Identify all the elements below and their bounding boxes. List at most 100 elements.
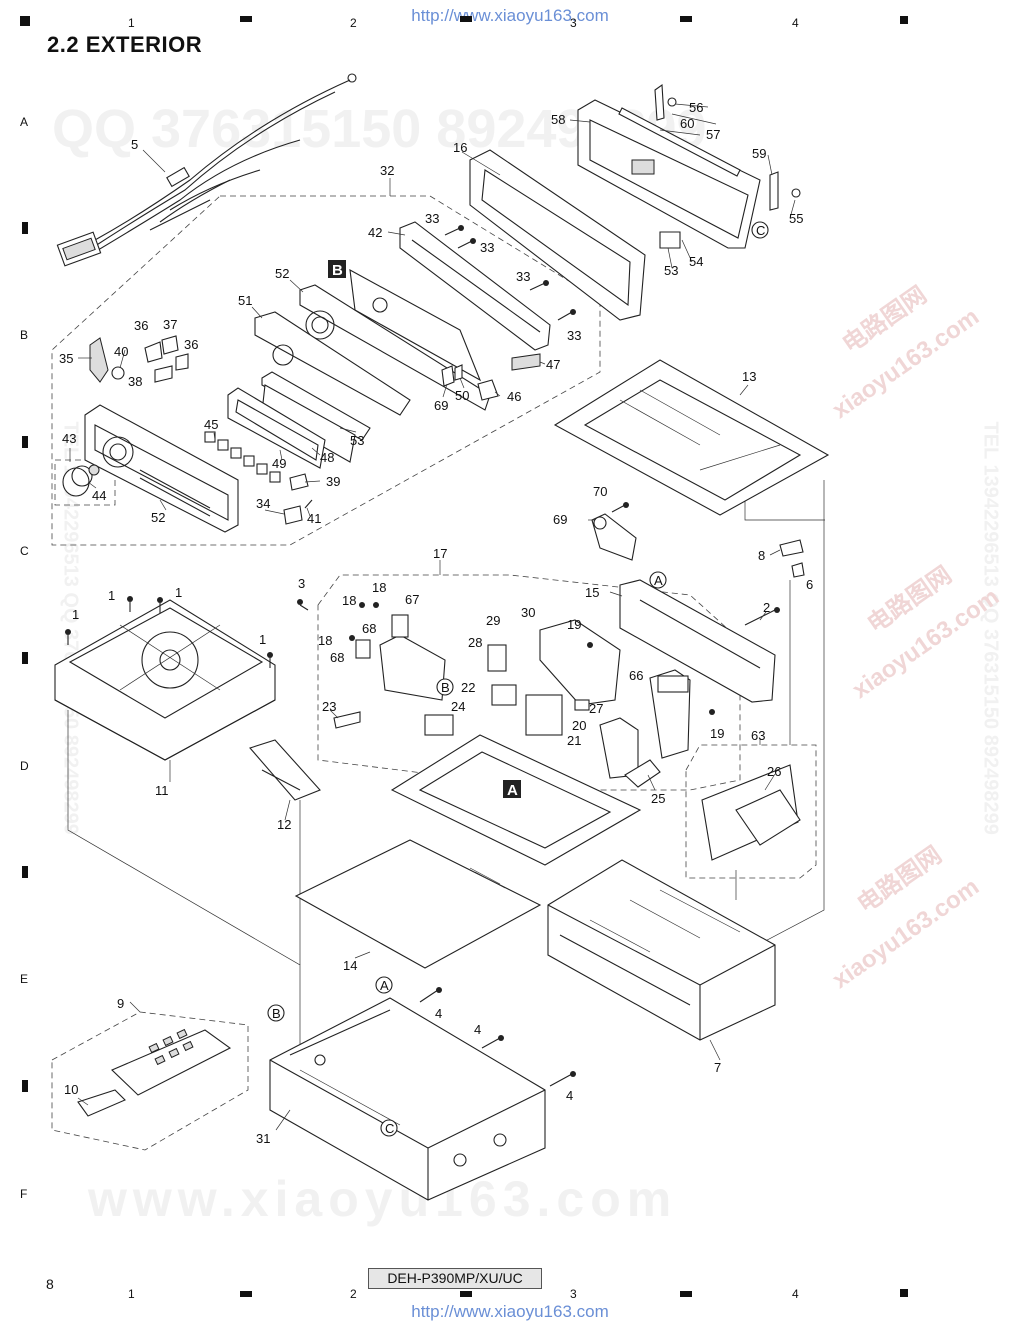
- part-remote-control: [77, 1028, 232, 1117]
- part-rear-bracket: [619, 579, 780, 703]
- callout-4-c: 4: [566, 1088, 573, 1103]
- callout-6: 6: [806, 577, 813, 592]
- callout-67-b: 68: [330, 650, 344, 665]
- column-label-2: 2: [350, 16, 357, 30]
- row-label-c: C: [20, 544, 29, 558]
- registration-mark: [20, 16, 30, 26]
- part-front-chassis: [254, 221, 551, 416]
- callout-47: 47: [546, 357, 560, 372]
- part-rear-small-parts: [441, 353, 541, 401]
- registration-mark: [22, 866, 28, 878]
- callout-68: 69: [434, 398, 448, 413]
- callout-32: 32: [380, 163, 394, 178]
- registration-mark: [22, 652, 28, 664]
- registration-mark: [240, 1291, 252, 1297]
- callout-24: 24: [451, 699, 465, 714]
- registration-mark: [680, 1291, 692, 1297]
- callout-56: 54: [689, 254, 703, 269]
- column-label-2-bottom: 2: [350, 1287, 357, 1301]
- callout-58: 56: [689, 100, 703, 115]
- callout-1-a: 1: [108, 588, 115, 603]
- callout-14: 14: [343, 958, 357, 973]
- callout-57: 55: [789, 211, 803, 226]
- part-insulator-sheet: [294, 839, 542, 969]
- part-sub-board: [701, 764, 801, 861]
- callout-70: 70: [593, 484, 607, 499]
- registration-mark: [900, 1289, 908, 1297]
- circle-marker-c-1-label: C: [756, 223, 765, 238]
- callout-22: 22: [461, 680, 475, 695]
- callout-66: 67: [405, 592, 419, 607]
- footer-watermark-url: http://www.xiaoyu163.com: [411, 1302, 609, 1321]
- callout-15: 15: [585, 585, 599, 600]
- column-label-1-bottom: 1: [128, 1287, 135, 1301]
- row-label-b: B: [20, 328, 29, 342]
- callout-26: 26: [767, 764, 781, 779]
- circle-marker-c-1: C: [751, 221, 769, 239]
- section-title: 2.2 EXTERIOR: [47, 32, 203, 57]
- circle-marker-b-2: B: [267, 1004, 285, 1022]
- group-17-boundary: [317, 574, 741, 791]
- column-label-1: 1: [128, 16, 135, 30]
- callout-52: 52: [275, 266, 289, 281]
- part-pcb-components: [297, 599, 715, 788]
- part-button-strip: [204, 431, 281, 483]
- callout-39: 39: [326, 474, 340, 489]
- callout-18-b: 18: [342, 593, 356, 608]
- callout-21: 21: [567, 733, 581, 748]
- part-flex-cable: [249, 739, 321, 801]
- callout-29: 29: [486, 613, 500, 628]
- circle-marker-b-1-label: B: [441, 680, 450, 695]
- callout-36-b: 36: [184, 337, 198, 352]
- callout-44: 44: [92, 488, 106, 503]
- callout-28: 28: [468, 635, 482, 650]
- registration-mark: [460, 16, 472, 22]
- registration-mark: [900, 16, 908, 24]
- callout-55: 53: [664, 263, 678, 278]
- callout-18-c: 18: [318, 633, 332, 648]
- part-main-pcb: [390, 734, 642, 866]
- row-label-d: D: [20, 759, 29, 773]
- callout-27: 27: [589, 701, 603, 716]
- callout-46: 46: [507, 389, 521, 404]
- row-label-e: E: [20, 972, 29, 986]
- part-wire-harness: [56, 73, 357, 267]
- callout-48: 48: [320, 450, 334, 465]
- callout-11: 11: [155, 783, 169, 798]
- callout-33-d: 33: [567, 328, 581, 343]
- callout-9: 9: [117, 996, 124, 1011]
- callout-5: 5: [131, 137, 138, 152]
- part-bracket-69: [591, 502, 637, 561]
- callout-37: 37: [163, 317, 177, 332]
- column-label-4-bottom: 4: [792, 1287, 799, 1301]
- callout-65: 66: [629, 668, 643, 683]
- callout-49: 49: [272, 456, 286, 471]
- callout-4-a: 4: [435, 1006, 442, 1021]
- callout-12: 12: [277, 817, 291, 832]
- callout-31: 31: [256, 1131, 270, 1146]
- callout-50: 50: [455, 388, 469, 403]
- group-63-boundary: [685, 744, 817, 879]
- marker-a-label: A: [507, 782, 518, 799]
- callout-19-b: 19: [710, 726, 724, 741]
- callout-69: 69: [553, 512, 567, 527]
- callout-10: 10: [64, 1082, 78, 1097]
- registration-mark: [240, 16, 252, 22]
- part-top-cover: [553, 359, 830, 516]
- column-label-4: 4: [792, 16, 799, 30]
- callout-34: 34: [256, 496, 270, 511]
- part-small-buttons: [89, 335, 189, 383]
- callout-17: 17: [433, 546, 447, 561]
- callout-25: 25: [651, 791, 665, 806]
- callout-7: 7: [714, 1060, 721, 1075]
- callout-40: 40: [114, 344, 128, 359]
- callout-33-b: 33: [480, 240, 494, 255]
- callout-36-a: 36: [134, 318, 148, 333]
- leader-lines: [69, 103, 796, 1131]
- circle-marker-a-1-label: A: [654, 573, 663, 588]
- callout-18-a: 18: [372, 580, 386, 595]
- callout-42: 42: [368, 225, 382, 240]
- callout-53: 53: [350, 433, 364, 448]
- callout-51: 51: [238, 293, 252, 308]
- part-mounting-sleeve: [547, 859, 776, 1041]
